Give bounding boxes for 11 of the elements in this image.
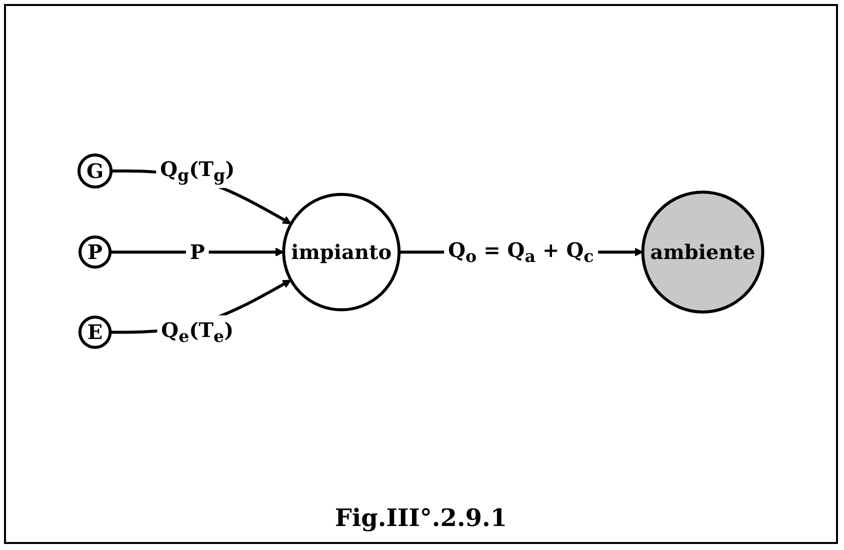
node-circle: G: [78, 153, 113, 188]
node-circle: P: [78, 235, 112, 268]
node-circle: ambiente: [641, 190, 764, 314]
figure-caption: Fig.III°.2.9.1: [334, 503, 508, 532]
node-circle: impianto: [282, 192, 401, 312]
arrow: [110, 248, 284, 256]
edge-label: P: [190, 240, 206, 264]
edge-label: Q$_{g}$(T$_{g}$): [160, 156, 235, 185]
node-circle: E: [78, 315, 112, 349]
edge-label: Q$_{e}$(T$_{e}$): [161, 318, 234, 346]
edge-label: Q$_{o}$ = Q$_{a}$ + Q$_{c}$: [448, 238, 594, 266]
